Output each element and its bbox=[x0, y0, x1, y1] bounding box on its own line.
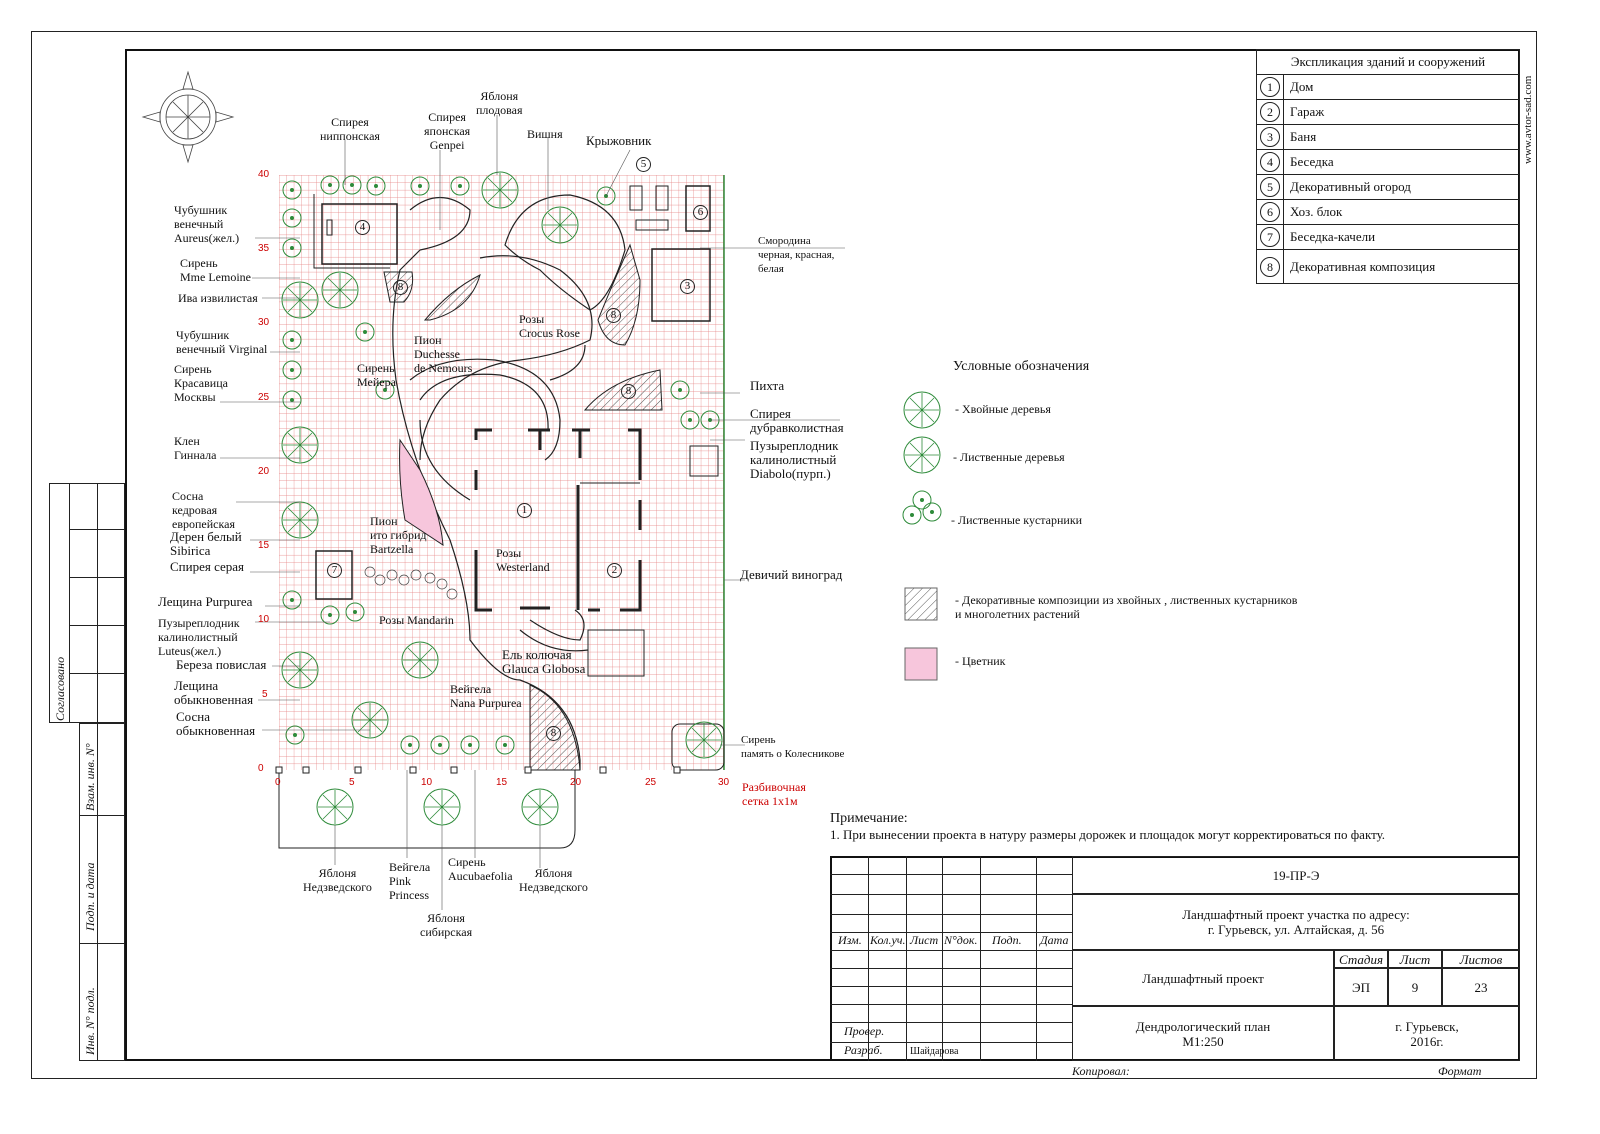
plant-label: Розы Crocus Rose bbox=[519, 312, 580, 340]
plant-label: Яблоня плодовая bbox=[476, 89, 523, 117]
plant-label: Яблоня сибирская bbox=[420, 911, 473, 939]
plant-label: Спирея японская Genpei bbox=[424, 110, 471, 152]
plant-label: Розы Westerland bbox=[496, 546, 550, 574]
plant-label: Сирень Mme Lemoine bbox=[180, 256, 251, 284]
note-text: 1. При вынесении проекта в натуру размер… bbox=[830, 827, 1386, 842]
tb-code: 19-ПР-Э bbox=[1072, 856, 1520, 894]
plant-label: Береза повислая bbox=[176, 657, 267, 672]
plant-label: Лещина Purpurea bbox=[158, 594, 253, 609]
plant-label: Пузыреплодник калинолистный Luteus(жел.) bbox=[158, 616, 240, 658]
plant-label: Смородина черная, красная, белая bbox=[758, 235, 835, 275]
grid-label: Разбивочная сетка 1х1м bbox=[742, 780, 806, 808]
tb-author: Шайдарова bbox=[910, 1046, 959, 1057]
plant-label: Спирея дубравколистная bbox=[750, 406, 844, 435]
plant-label: Сирень Красавица Москвы bbox=[174, 362, 228, 404]
tb-header: Кол.уч. bbox=[870, 933, 906, 947]
plant-label: Сосна обыкновенная bbox=[176, 709, 256, 738]
tb-header: Изм. bbox=[838, 933, 862, 947]
tb-stage: ЭП bbox=[1334, 968, 1388, 1006]
plant-label: Пион Duchesse de Nemours bbox=[414, 333, 473, 375]
building-7-swing bbox=[315, 550, 353, 600]
plant-label: Яблоня Недзведского bbox=[303, 866, 372, 894]
building-6-utility bbox=[685, 185, 711, 232]
plant-label: Клен Гиннала bbox=[174, 434, 217, 462]
plant-label: Крыжовник bbox=[586, 133, 652, 148]
plant-label: Дерен белый Sibirica bbox=[170, 529, 242, 558]
building-4-gazebo bbox=[321, 203, 398, 265]
sheet-inner-frame bbox=[125, 49, 1520, 1061]
plant-label: Спирея серая bbox=[170, 559, 245, 574]
plant-label: Розы Mandarin bbox=[379, 613, 454, 627]
tb-format: Формат bbox=[1438, 1064, 1482, 1078]
tb-sheets-header: Листов bbox=[1442, 950, 1520, 968]
tb-copied: Копировал: bbox=[1072, 1064, 1130, 1078]
tb-sheet-header: Лист bbox=[1388, 950, 1442, 968]
plant-label: Вишня bbox=[527, 127, 563, 141]
building-3-bath bbox=[651, 248, 711, 322]
legend-shrubs: - Лиственные кустарники bbox=[951, 513, 1083, 527]
legend-conifer: - Хвойные деревья bbox=[955, 402, 1051, 416]
plant-label: Ива извилистая bbox=[178, 291, 258, 305]
tb-header: Дата bbox=[1040, 933, 1069, 947]
legend-deciduous: - Лиственные деревья bbox=[953, 450, 1065, 464]
plant-label: Ель колючая Glauca Globosa bbox=[502, 647, 586, 676]
legend-flowerbed-swatch bbox=[904, 647, 938, 681]
tb-checked: Провер. bbox=[844, 1024, 885, 1038]
compass-rose bbox=[141, 70, 235, 164]
plant-label: Вейгела Nana Purpurea bbox=[450, 682, 522, 710]
layout-grid bbox=[279, 175, 724, 770]
legend-flowerbed: - Цветник bbox=[955, 654, 1006, 668]
tb-developed: Разраб. bbox=[844, 1043, 883, 1057]
plant-label: Сосна кедровая европейская bbox=[172, 489, 235, 531]
legend-composition: - Декоративные композиции из хвойных , л… bbox=[955, 593, 1298, 621]
tb-sheets: 23 bbox=[1442, 968, 1520, 1006]
plant-label: Пихта bbox=[750, 378, 785, 393]
plant-label: Сирень Aucubaefolia bbox=[448, 855, 513, 883]
plant-label: Чубушник венечный Aureus(жел.) bbox=[174, 203, 240, 245]
plant-label: Пузыреплодник калинолистный Diabolo(пурп… bbox=[750, 438, 839, 481]
plant-label: Сирень Мейера bbox=[357, 361, 396, 389]
explication-title: Экспликация зданий и сооружений bbox=[1256, 49, 1520, 75]
tb-header: Подп. bbox=[992, 933, 1022, 947]
tb-stage-header: Стадия bbox=[1334, 950, 1388, 968]
tb-city: г. Гурьевск, 2016г. bbox=[1334, 1006, 1520, 1061]
tb-drawing: Дендрологический план М1:250 bbox=[1072, 1006, 1334, 1061]
sheet-outer-frame bbox=[31, 31, 1537, 1079]
tb-sheet: 9 bbox=[1388, 968, 1442, 1006]
plant-label: Лещина обыкновенная bbox=[174, 678, 254, 707]
legend-hatch-swatch bbox=[904, 587, 938, 621]
side-stamp: Согласовано Взам. инв. N° Подп. и дата И… bbox=[49, 483, 125, 1061]
plant-label: Чубушник венечный Virginal bbox=[176, 328, 268, 356]
tb-project: Ландшафтный проект участка по адресу: г.… bbox=[1072, 894, 1520, 950]
note-title: Примечание: bbox=[830, 811, 908, 826]
tb-header: N°док. bbox=[944, 933, 978, 947]
plant-label: Девичий виноград bbox=[740, 567, 843, 582]
legend-title: Условные обозначения bbox=[953, 359, 1090, 374]
plant-label: Вейгела Pink Princess bbox=[389, 860, 431, 902]
plant-label: Пион ито гибрид Bartzella bbox=[370, 514, 427, 556]
tb-header: Лист bbox=[910, 933, 939, 947]
title-block: Изм. Кол.уч. Лист N°док. Подп. Дата Пров… bbox=[830, 856, 1520, 1061]
flowerbed bbox=[399, 438, 444, 546]
plant-label: Сирень память о Колесникове bbox=[741, 734, 845, 760]
tb-name: Ландшафтный проект bbox=[1072, 950, 1334, 1006]
plant-label: Яблоня Недзведского bbox=[519, 866, 588, 894]
plant-label: Спирея ниппонская bbox=[320, 115, 380, 143]
